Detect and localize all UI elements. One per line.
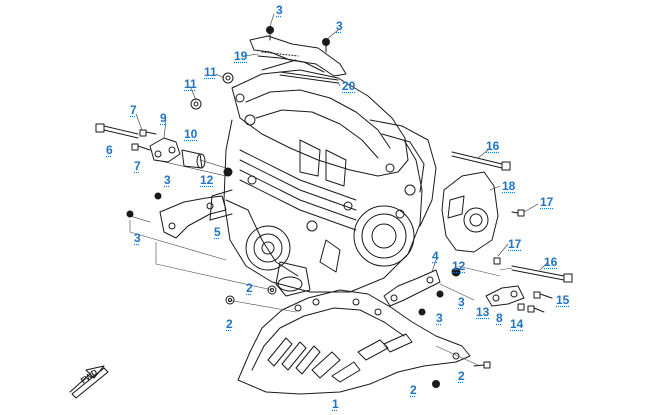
callout-3[interactable]: 3 [276,3,283,17]
callout-2[interactable]: 2 [226,317,233,331]
callout-3[interactable]: 3 [458,295,465,309]
callout-2[interactable]: 2 [410,383,417,397]
callout-6[interactable]: 6 [106,143,113,157]
callout-4[interactable]: 4 [432,249,439,263]
callout-3[interactable]: 3 [164,173,171,187]
callout-17[interactable]: 17 [540,195,554,209]
callout-3[interactable]: 3 [436,311,443,325]
callout-9[interactable]: 9 [160,111,167,125]
bracket-5 [126,192,227,239]
mounting-guide-lines [129,219,513,367]
engine-block [209,59,437,297]
callout-13[interactable]: 13 [476,305,490,319]
callout-leaders [135,13,549,273]
right-mount-parts [485,257,573,313]
callout-18[interactable]: 18 [502,179,516,193]
callout-16[interactable]: 16 [486,139,500,153]
callout-11[interactable]: 11 [204,65,217,79]
callout-1[interactable]: 1 [332,397,339,411]
callout-2[interactable]: 2 [246,281,253,295]
heat-shield [249,26,347,84]
callout-12[interactable]: 12 [452,259,466,273]
loose-fasteners [225,285,491,388]
callout-5[interactable]: 5 [214,225,221,239]
callout-20[interactable]: 20 [342,79,356,93]
callout-2[interactable]: 2 [458,369,465,383]
callout-11[interactable]: 11 [184,77,197,91]
callout-19[interactable]: 19 [234,49,248,63]
callout-3[interactable]: 3 [336,19,343,33]
callout-8[interactable]: 8 [496,311,503,325]
callout-7[interactable]: 7 [134,159,141,173]
callout-3[interactable]: 3 [134,231,141,245]
side-cover-18 [441,151,525,253]
forward-arrow [69,365,109,399]
callout-14[interactable]: 14 [510,317,524,331]
bracket-4 [383,267,461,316]
callout-16[interactable]: 16 [544,255,558,269]
callout-15[interactable]: 15 [556,293,570,307]
skid-plate [237,289,471,395]
callout-12[interactable]: 12 [200,173,214,187]
callout-10[interactable]: 10 [184,127,198,141]
callout-7[interactable]: 7 [130,103,137,117]
callout-17[interactable]: 17 [508,237,522,251]
